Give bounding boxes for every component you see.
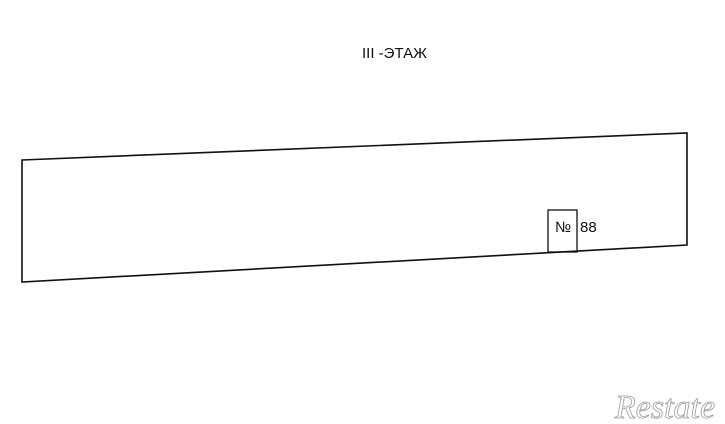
floor-title: III -ЭТАЖ (362, 45, 427, 62)
unit-number: 88 (580, 219, 597, 236)
watermark-logo: Restate (614, 389, 715, 424)
floor-outline (21, 132, 688, 283)
unit-88-box (547, 209, 578, 253)
unit-number-sign: № (555, 219, 571, 236)
